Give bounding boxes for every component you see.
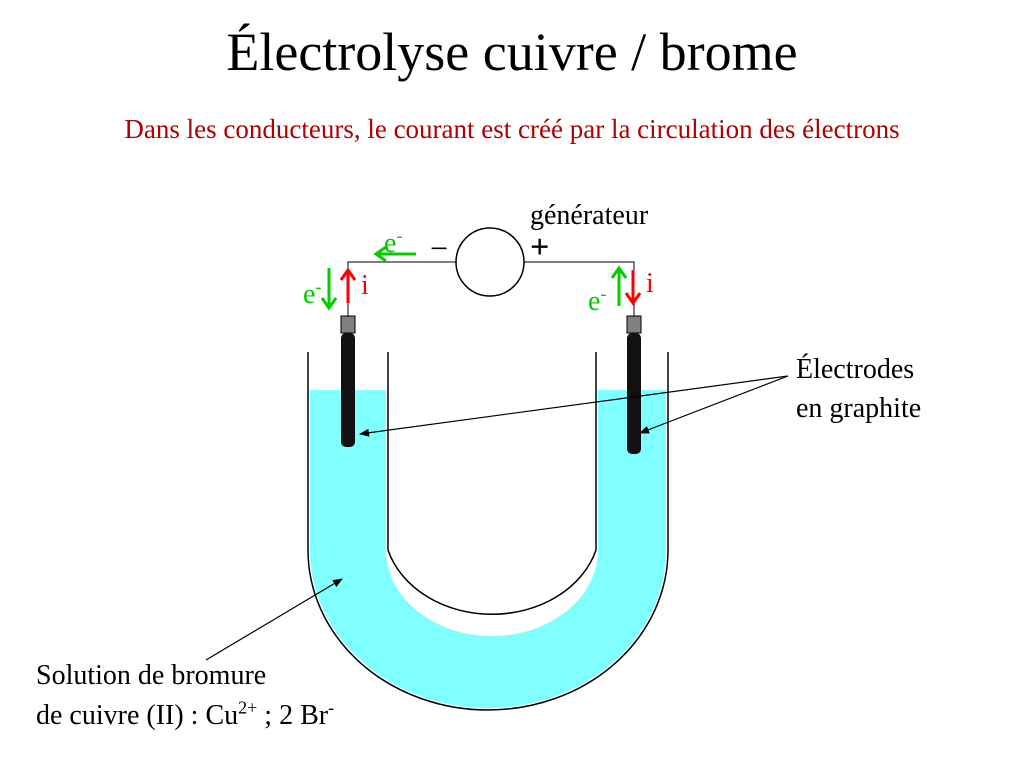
solution-liquid xyxy=(310,390,666,708)
pointer-solution xyxy=(205,578,343,661)
page-subtitle: Dans les conducteurs, le courant est cré… xyxy=(124,114,900,144)
right-electrode xyxy=(627,333,641,454)
electron-charge: - xyxy=(600,283,607,304)
current-label-right: i xyxy=(646,268,654,299)
electron-charge: - xyxy=(396,225,403,246)
pointer-electrode-left xyxy=(359,375,789,437)
current-arrow-left xyxy=(339,267,357,303)
left-electrode-cap xyxy=(340,315,356,334)
electron-charge: - xyxy=(315,276,322,297)
electrodes-label-line1: Électrodes xyxy=(796,354,915,385)
pointer-electrode-right xyxy=(639,375,789,434)
generator-minus-sign: − xyxy=(430,230,449,266)
solution-label-line1: Solution de bromure xyxy=(36,660,267,691)
electron-symbol: e xyxy=(303,279,316,310)
electron-label-right: e- xyxy=(588,283,607,318)
u-tube-inner-wall xyxy=(387,352,597,615)
electron-arrow-right xyxy=(610,265,628,306)
solution-mid: ; 2 Br xyxy=(257,700,329,731)
copper-ion-charge: 2+ xyxy=(238,697,258,718)
current-label-left: i xyxy=(361,270,369,301)
current-arrow-right xyxy=(624,270,642,306)
electron-label-left: e- xyxy=(303,276,322,311)
electrodes-label-line2: en graphite xyxy=(796,393,922,424)
generator-symbol xyxy=(455,227,525,297)
left-electrode xyxy=(341,333,355,447)
right-electrode-cap xyxy=(626,315,642,334)
u-tube-outer-wall xyxy=(307,352,669,711)
page-title: Électrolyse cuivre / brome xyxy=(226,22,798,82)
solution-label-line2: de cuivre (II) : Cu2+ ; 2 Br- xyxy=(36,697,335,732)
electron-symbol: e xyxy=(384,228,397,259)
electron-arrow-left xyxy=(320,268,338,311)
electron-label-top: e- xyxy=(384,225,403,260)
electron-symbol: e xyxy=(588,286,601,317)
generator-label: générateur xyxy=(530,200,649,231)
solution-prefix: de cuivre (II) : Cu xyxy=(36,700,239,731)
electron-arrow-top xyxy=(373,245,416,263)
bromide-ion-charge: - xyxy=(328,697,335,718)
generator-plus-sign: + xyxy=(530,229,550,266)
